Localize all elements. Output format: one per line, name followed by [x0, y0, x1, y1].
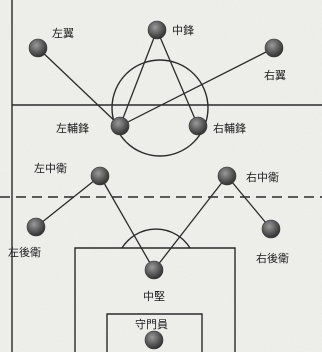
- center-circle: [111, 59, 209, 157]
- link-right-half-right-back: [226, 175, 272, 230]
- link-left-half-left-back: [35, 175, 101, 228]
- player-left-back-marker: [26, 217, 46, 237]
- label-left-back: 左後衛: [8, 245, 41, 259]
- player-right-back-marker: [261, 219, 281, 239]
- player-center-forward-marker: [147, 20, 167, 40]
- label-right-half: 右中衛: [246, 170, 279, 184]
- player-right-half-marker: [217, 166, 237, 186]
- label-center-half: 中堅: [143, 290, 165, 303]
- player-right-inside-marker: [188, 116, 208, 136]
- link-center-forward-right-inside: [156, 29, 199, 127]
- player-labels: 左翼 中鋒 右翼 左輔鋒 右輔鋒 左中衛 右中衛 左後衛 右後衛 中堅 守門員: [8, 23, 289, 331]
- link-right-half-center-half: [153, 175, 228, 271]
- link-right-wing-left-inside: [119, 47, 275, 127]
- player-center-half-marker: [144, 260, 164, 280]
- passing-links: [35, 29, 275, 271]
- goal-area: [106, 313, 203, 352]
- link-left-half-center-half: [99, 175, 155, 271]
- player-left-wing-marker: [28, 38, 48, 58]
- link-center-forward-left-inside: [119, 29, 158, 127]
- label-left-wing: 左翼: [52, 27, 74, 40]
- label-left-half: 左中衛: [34, 162, 67, 175]
- player-left-inside-marker: [110, 116, 130, 136]
- penalty-arc: [121, 228, 191, 249]
- label-left-inside: 左輔鋒: [56, 121, 89, 135]
- label-right-back: 右後衛: [256, 251, 289, 265]
- label-right-inside: 右輔鋒: [213, 121, 246, 135]
- player-right-wing-marker: [264, 38, 284, 58]
- player-goalkeeper-marker: [144, 330, 164, 350]
- penalty-area: [74, 247, 236, 352]
- player-left-half-marker: [90, 166, 110, 186]
- label-goalkeeper: 守門員: [135, 317, 168, 331]
- players: [26, 20, 284, 350]
- link-left-wing-left-inside: [37, 47, 121, 127]
- label-center-forward: 中鋒: [172, 23, 194, 37]
- label-right-wing: 右翼: [264, 68, 286, 82]
